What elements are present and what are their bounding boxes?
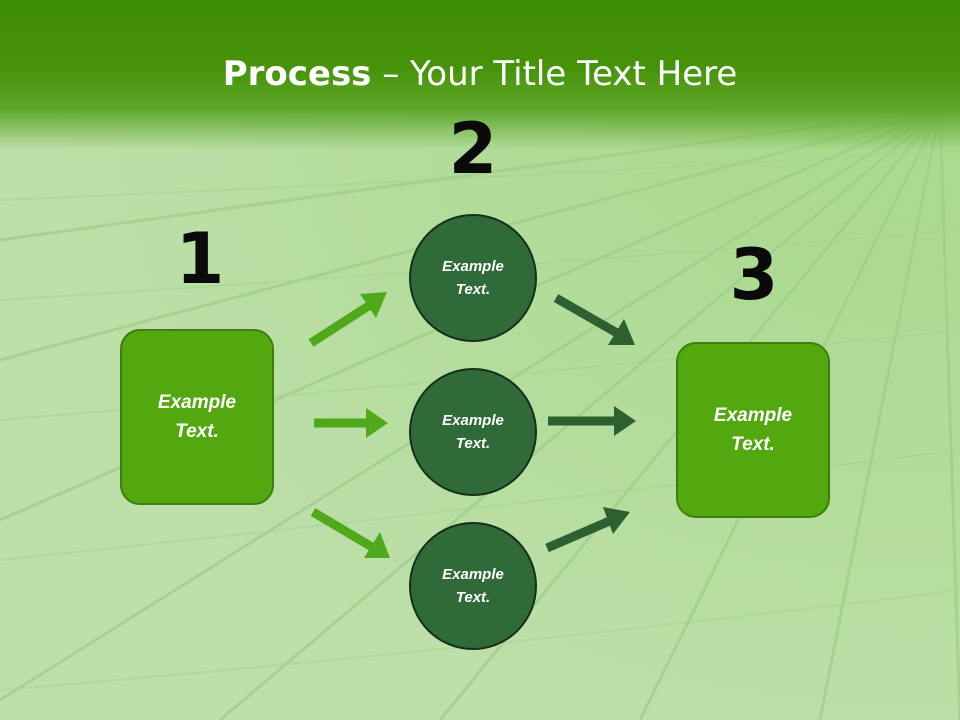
step-number-2: 2 [448,108,498,190]
circle-middle: Example Text. [409,368,537,496]
circle-top-text: Example Text. [442,258,504,298]
title-banner [0,0,960,150]
step-number-1: 1 [175,218,225,300]
circle-bottom-text: Example Text. [442,566,504,606]
circle-top: Example Text. [409,214,537,342]
slide-title: Process – Your Title Text Here [0,52,960,96]
step-3-text: Example Text. [713,405,793,455]
step-number-3: 3 [729,234,779,316]
step-1-box: Example Text. [120,329,274,505]
title-rest: – Your Title Text Here [371,54,738,94]
circle-middle-text: Example Text. [442,412,504,452]
circle-bottom: Example Text. [409,522,537,650]
title-strong: Process [222,54,372,94]
step-1-text: Example Text. [157,392,237,442]
step-3-box: Example Text. [676,342,830,518]
